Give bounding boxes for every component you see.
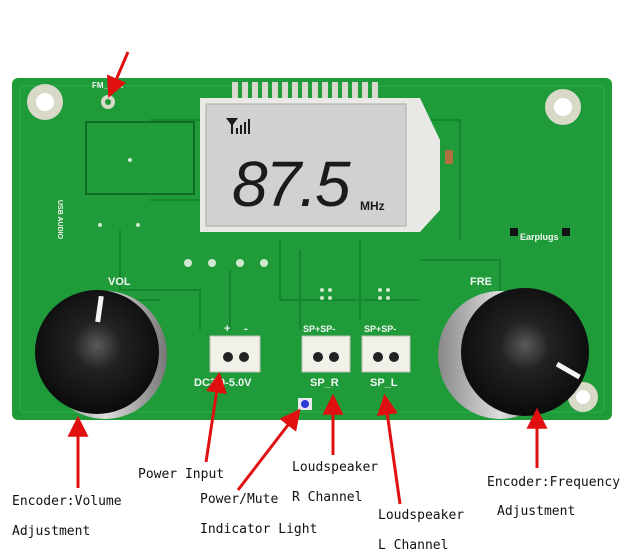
- silk-sp-l: SP_L: [370, 377, 398, 389]
- silk-fm-ant: FM_ANT: [92, 81, 125, 90]
- mounting-hole-top-left: [27, 84, 63, 120]
- label-loudspeaker-l-1: Loudspeaker: [378, 508, 465, 523]
- pcb-vias: [98, 158, 390, 300]
- label-loudspeaker-r-1: Loudspeaker: [292, 460, 379, 475]
- arrow-power-input: [204, 371, 227, 463]
- arrow-speaker-l: [376, 393, 402, 505]
- label-encoder-frequency-1: Encoder:Frequency: [487, 475, 621, 490]
- pcb-traces: [90, 119, 501, 330]
- lcd-display: 87.5 MHz: [200, 98, 440, 232]
- label-power-mute-1: Power/Mute: [200, 492, 279, 507]
- volume-encoder-knob: [35, 290, 167, 419]
- speaker-l-connector: [361, 335, 411, 373]
- arrow-antenna: [106, 51, 130, 98]
- frequency-encoder-knob: [438, 288, 589, 419]
- power-connector: [209, 335, 261, 373]
- silk-vol: VOL: [108, 276, 131, 288]
- silk-sp-header-l: SP+SP-: [364, 324, 396, 334]
- lcd-header-pins: [232, 82, 378, 98]
- smd-components: [445, 150, 570, 236]
- lcd-unit: MHz: [360, 199, 385, 213]
- annotation-arrows: [67, 51, 548, 505]
- label-loudspeaker-r-2: R Channel: [292, 490, 363, 505]
- silk-usb-audio: USB AUDIO: [56, 200, 63, 240]
- arrow-indicator: [236, 408, 301, 491]
- signal-bars-icon: [226, 118, 250, 134]
- label-encoder-volume-2: Adjustment: [12, 524, 91, 539]
- speaker-r-connector: [301, 335, 351, 373]
- label-loudspeaker-l-2: L Channel: [378, 538, 449, 553]
- label-power-mute-2: Indicator Light: [200, 522, 318, 537]
- antenna-pad: [101, 95, 115, 109]
- silk-sp-header-r: SP+SP-: [303, 324, 335, 334]
- silk-dc-voltage: DC3.0-5.0V: [194, 377, 252, 389]
- module-outline: [85, 121, 195, 195]
- silk-minus: -: [244, 323, 248, 335]
- label-encoder-volume-1: Encoder:Volume: [12, 494, 122, 509]
- indicator-led: [298, 398, 312, 410]
- label-power-input: Power Input: [138, 467, 225, 482]
- silk-fre: FRE: [470, 276, 492, 288]
- lcd-frequency: 87.5: [232, 148, 351, 220]
- silk-plus: +: [224, 323, 230, 335]
- silk-sp-r: SP_R: [310, 377, 339, 389]
- label-encoder-frequency-2: Adjustment: [497, 504, 576, 519]
- mounting-hole-top-right: [545, 89, 581, 125]
- silk-earplugs: Earplugs: [520, 232, 559, 242]
